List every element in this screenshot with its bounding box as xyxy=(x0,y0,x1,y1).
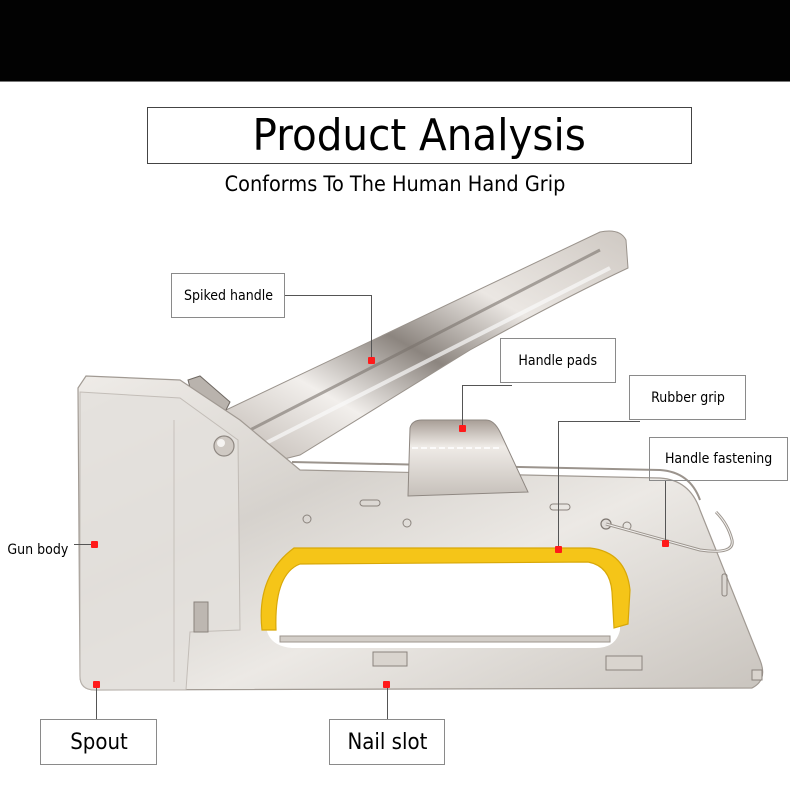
page-subtitle: Conforms To The Human Hand Grip xyxy=(224,172,566,196)
marker-spout xyxy=(93,681,100,688)
page-title: Product Analysis xyxy=(252,109,587,161)
leader-spiked-handle-h xyxy=(285,295,371,296)
marker-spiked-handle xyxy=(368,357,375,364)
rubber-grip-part xyxy=(260,547,631,631)
spiked-handle-part xyxy=(204,230,629,471)
leader-handle-pads-h xyxy=(462,385,512,386)
label-nail-slot: Nail slot xyxy=(329,719,445,765)
leader-spiked-handle-v xyxy=(371,295,372,359)
leader-rubber-grip-v xyxy=(558,421,559,547)
leader-handle-pads-v xyxy=(462,385,463,427)
leader-handle-fastening-v xyxy=(665,480,666,542)
leader-nail-slot-v xyxy=(387,688,388,719)
handle-pad-part xyxy=(407,419,529,497)
marker-gun-body xyxy=(91,541,98,548)
label-handle-pads: Handle pads xyxy=(500,338,616,383)
marker-handle-fastening xyxy=(662,540,669,547)
label-handle-fastening: Handle fastening xyxy=(649,437,788,481)
marker-handle-pads xyxy=(459,425,466,432)
marker-rubber-grip xyxy=(555,546,562,553)
label-rubber-grip: Rubber grip xyxy=(629,375,746,420)
leader-spout-v xyxy=(96,688,97,719)
marker-nail-slot xyxy=(383,681,390,688)
top-black-band xyxy=(0,0,790,82)
label-gun-body: Gun body xyxy=(7,542,69,558)
label-spout: Spout xyxy=(40,719,157,765)
leader-rubber-grip-h xyxy=(558,421,640,422)
leader-gun-body-h xyxy=(74,544,92,545)
title-box: Product Analysis xyxy=(147,107,692,164)
label-spiked-handle: Spiked handle xyxy=(171,273,285,318)
